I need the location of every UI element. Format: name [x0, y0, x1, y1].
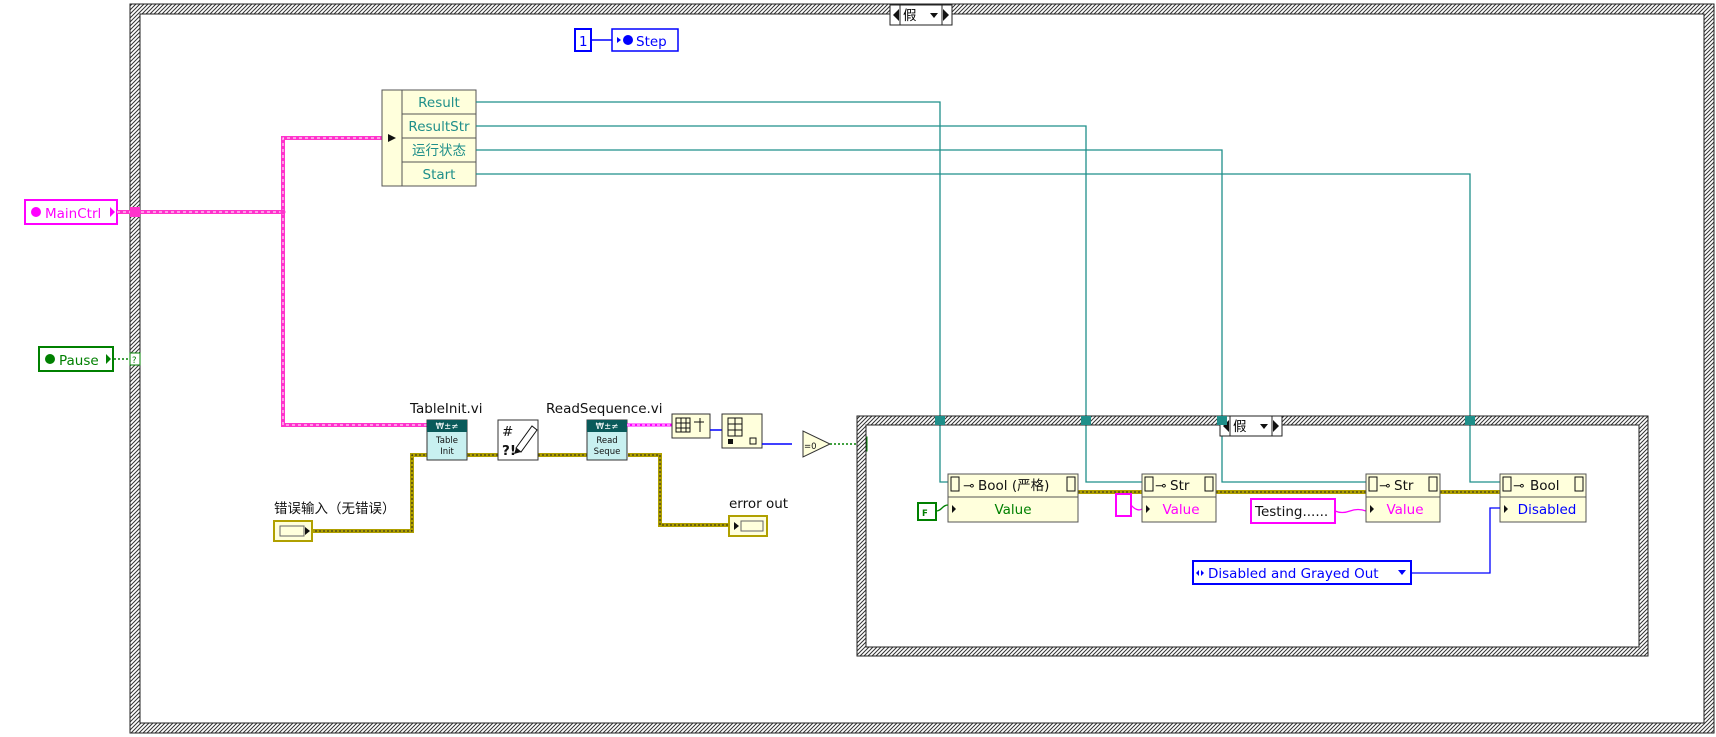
prev-case-icon[interactable] — [893, 9, 899, 21]
next-case-icon[interactable] — [1273, 420, 1279, 432]
globe-icon — [45, 354, 55, 364]
error-out-label: error out — [729, 496, 788, 512]
tableinit-label: TableInit.vi — [409, 401, 483, 417]
input-arrow-icon — [388, 134, 396, 142]
property-node-str-2[interactable]: ⊸ Str Value — [1365, 473, 1441, 523]
svg-text:1: 1 — [579, 34, 588, 50]
svg-text:Disabled: Disabled — [1518, 502, 1577, 518]
string-wire[interactable] — [1130, 504, 1143, 511]
svg-text:Value: Value — [994, 502, 1031, 518]
svg-text:Disabled and Grayed Out: Disabled and Grayed Out — [1208, 566, 1379, 582]
cluster-tunnel[interactable] — [130, 207, 140, 217]
teal-wires[interactable] — [476, 101, 1500, 483]
error-wire[interactable] — [311, 453, 730, 533]
error-in-label: 错误输入（无错误） — [274, 501, 396, 517]
svg-text:Step: Step — [636, 34, 667, 50]
key-icon: ⊸ — [963, 478, 974, 494]
property-node-bool-disabled[interactable]: ⊸ Bool Disabled — [1499, 473, 1587, 523]
false-constant[interactable]: F — [917, 502, 937, 521]
next-case-icon[interactable] — [943, 9, 949, 21]
svg-text:Seque: Seque — [594, 447, 621, 457]
write-arrow-icon — [617, 37, 621, 43]
globe-icon — [31, 207, 41, 217]
index-array-node[interactable] — [721, 413, 763, 449]
svg-text:MainCtrl: MainCtrl — [45, 206, 101, 222]
mainctrl-local-variable[interactable]: MainCtrl — [24, 199, 118, 225]
error-in-cluster[interactable] — [273, 520, 313, 542]
svg-text:Read: Read — [596, 436, 617, 446]
cluster-wire[interactable] — [117, 136, 427, 427]
svg-text:Testing......: Testing...... — [1254, 504, 1328, 520]
svg-text:Bool: Bool — [1530, 478, 1560, 494]
unbundle-item-start[interactable]: Start — [423, 167, 456, 183]
svg-text:₩±≠: ₩±≠ — [436, 422, 459, 432]
unbundle-by-name[interactable]: Result ResultStr 运行状态 Start — [381, 89, 477, 187]
prev-case-icon[interactable] — [1223, 420, 1229, 432]
readsequence-subvi[interactable]: ₩±≠ Read Seque — [586, 419, 628, 461]
readsequence-label: ReadSequence.vi — [546, 401, 663, 417]
inner-case-selector[interactable]: 假 — [1219, 415, 1283, 437]
svg-text:Pause: Pause — [59, 353, 99, 369]
svg-text:F: F — [922, 509, 928, 519]
enum-wire[interactable] — [1411, 507, 1500, 574]
svg-text:Table: Table — [435, 436, 458, 446]
key-icon: ⊸ — [1513, 478, 1524, 494]
tunnel[interactable] — [1217, 416, 1227, 425]
unbundle-item-status[interactable]: 运行状态 — [412, 143, 466, 159]
clear-errors-node[interactable]: # ?! — [497, 419, 539, 461]
array-size-node[interactable] — [671, 413, 711, 439]
chevron-down-icon[interactable] — [1260, 424, 1268, 429]
testing-string-constant[interactable]: Testing...... — [1250, 498, 1336, 524]
error-out-indicator[interactable] — [728, 515, 768, 537]
read-arrow-icon — [106, 354, 111, 364]
svg-text:?!: ?! — [502, 443, 516, 459]
svg-text:Value: Value — [1162, 502, 1199, 518]
outer-case-structure[interactable] — [129, 3, 1715, 734]
property-node-str-1[interactable]: ⊸ Str Value — [1141, 473, 1217, 523]
inner-case-structure[interactable] — [856, 415, 1649, 657]
tunnel[interactable] — [935, 416, 945, 425]
svg-text:=0: =0 — [804, 442, 817, 452]
chevron-down-icon[interactable] — [1398, 570, 1406, 575]
property-node-bool-strict[interactable]: ⊸ Bool (严格) Value — [947, 473, 1079, 523]
read-arrow-icon — [110, 207, 115, 217]
globe-icon — [623, 35, 633, 45]
tableinit-subvi[interactable]: ₩±≠ Table Init — [426, 419, 468, 461]
equal-zero-node[interactable]: =0 — [802, 430, 832, 458]
outer-case-selector-label: 假 — [903, 8, 917, 24]
key-icon: ⊸ — [1379, 478, 1390, 494]
inner-case-selector-label: 假 — [1233, 419, 1247, 435]
svg-text:?: ? — [132, 356, 137, 366]
inc-arrow-icon[interactable] — [1201, 570, 1204, 576]
svg-text:Str: Str — [1394, 478, 1414, 494]
unwired-tunnel[interactable]: ? — [129, 352, 141, 366]
dec-arrow-icon[interactable] — [1196, 570, 1199, 576]
string-wire[interactable] — [1334, 508, 1367, 514]
svg-text:Str: Str — [1170, 478, 1190, 494]
pause-local-variable[interactable]: Pause — [38, 346, 114, 372]
outer-case-selector[interactable]: 假 — [889, 4, 953, 26]
chevron-down-icon[interactable] — [930, 13, 938, 18]
svg-text:Value: Value — [1386, 502, 1423, 518]
svg-text:Bool (严格): Bool (严格) — [978, 478, 1049, 494]
tunnel[interactable] — [1081, 416, 1091, 425]
unbundle-item-result[interactable]: Result — [418, 95, 460, 111]
key-icon: ⊸ — [1155, 478, 1166, 494]
tunnel[interactable] — [1465, 416, 1475, 425]
unbundle-item-resultstr[interactable]: ResultStr — [408, 119, 470, 135]
enum-constant[interactable]: Disabled and Grayed Out — [1192, 560, 1412, 585]
bool-wire[interactable] — [935, 504, 949, 512]
svg-text:₩±≠: ₩±≠ — [596, 422, 619, 432]
step-local-variable[interactable]: Step — [611, 28, 679, 52]
wire-junction — [280, 209, 286, 215]
empty-string-constant[interactable] — [1115, 493, 1132, 517]
step-constant[interactable]: 1 — [574, 28, 592, 52]
svg-text:#: # — [502, 424, 513, 440]
svg-text:Init: Init — [440, 447, 454, 457]
